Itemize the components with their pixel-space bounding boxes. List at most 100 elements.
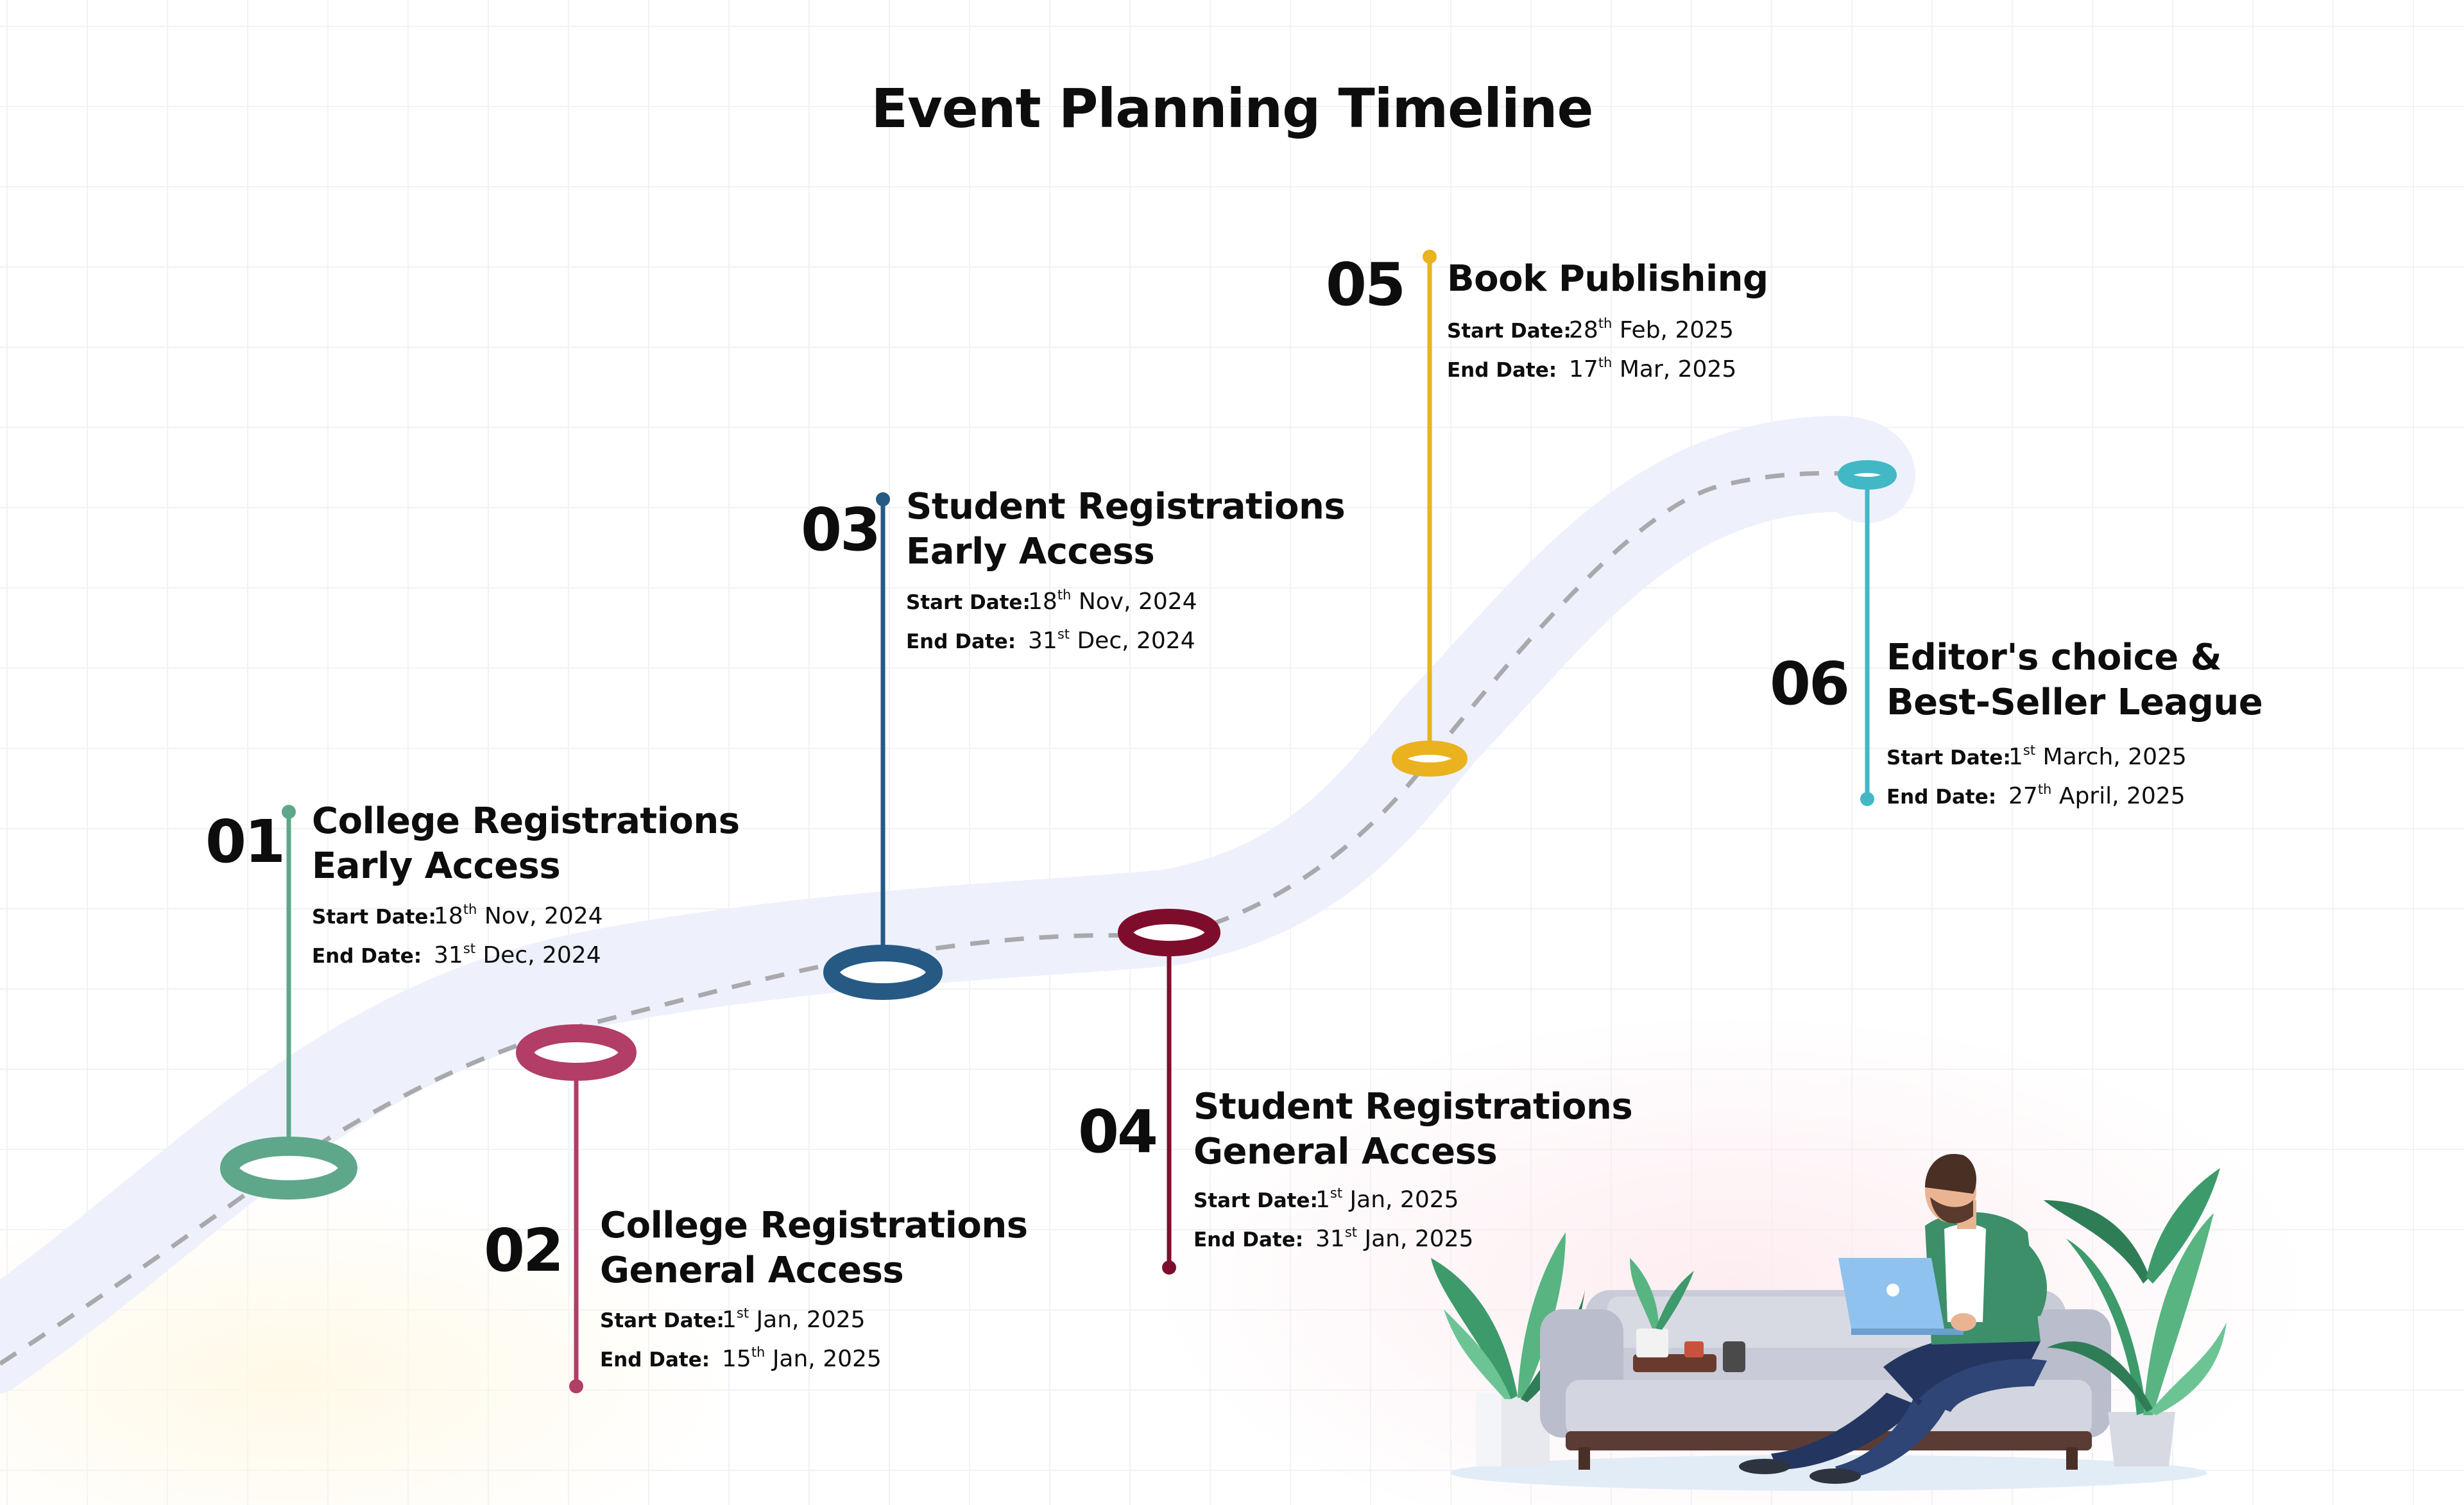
start-date-day: 18 [434,903,463,929]
milestone-dot [569,1379,583,1393]
start-date-row: Start Date:1st March, 2025 [1887,738,2187,777]
page-title: Event Planning Timeline [871,77,1594,140]
start-date-row: Start Date:1st Jan, 2025 [600,1301,882,1340]
step-title: College Registrations General Access [600,1203,1028,1293]
step-title: Editor's choice & Best-Seller League [1887,635,2263,725]
step-dates: Start Date:28th Feb, 2025 End Date:17th … [1447,311,1736,390]
milestone-dot [1162,1260,1176,1275]
step-title-line: Best-Seller League [1887,682,2263,723]
end-date-rest: Mar, 2025 [1619,356,1737,383]
end-date-rest: Jan, 2025 [772,1346,882,1372]
end-date-label: End Date: [1447,359,1557,382]
milestone-ring [516,1024,637,1081]
person-icon [1739,1154,2047,1484]
start-date-day: 28 [1569,317,1598,343]
start-date-row: Start Date:18th Nov, 2024 [312,897,603,936]
start-date-suffix: th [1057,587,1072,603]
start-date-label: Start Date: [1194,1189,1318,1212]
step-number: 06 [1770,649,1850,718]
step-title-line: Student Registrations [906,486,1346,528]
step-title: Student Registrations General Access [1194,1085,1633,1174]
end-date-row: End Date: 31st Dec, 2024 [906,622,1197,661]
start-date-suffix: th [1598,316,1613,331]
milestone-dot [1860,792,1874,806]
step-number: 01 [205,807,286,876]
potted-plant-icon [2044,1168,2227,1466]
milestone-ring [220,1137,357,1200]
start-date-label: Start Date: [1887,746,2011,770]
start-date-suffix: th [463,902,477,917]
end-date-label: End Date: [1887,786,1997,809]
end-date-day: 31 [1028,628,1057,654]
end-date-rest: Jan, 2025 [1364,1226,1474,1252]
step-number: 03 [801,495,881,564]
milestone-dot [282,805,296,819]
start-date-suffix: st [2023,743,2036,758]
start-date-rest: Feb, 2025 [1619,317,1734,343]
end-date-row: End Date:31st Dec, 2024 [312,936,603,976]
start-date-day: 1 [2008,744,2023,770]
start-date-rest: March, 2025 [2042,744,2187,770]
end-date-suffix: th [751,1345,766,1360]
start-date-day: 1 [722,1307,737,1333]
background-glow [0,1187,738,1505]
step-dates: Start Date:18th Nov, 2024 End Date:31st … [906,583,1197,661]
step-dates: Start Date:1st March, 2025 End Date:27th… [1887,738,2187,816]
end-date-day: 31 [434,942,463,968]
step-title-line: Student Registrations [1194,1086,1633,1128]
start-date-label: Start Date: [312,906,436,929]
start-date-day: 1 [1315,1187,1330,1213]
step-title-line: College Registrations [312,800,740,842]
laptop-icon [1838,1258,1976,1335]
end-date-label: End Date: [600,1348,710,1372]
timeline-dashed-line [0,470,1868,1366]
end-date-day: 15 [722,1346,751,1372]
start-date-row: Start Date:1st Jan, 2025 [1194,1181,1473,1220]
start-date-row: Start Date:28th Feb, 2025 [1447,311,1736,350]
start-date-rest: Nov, 2024 [484,903,603,929]
end-date-suffix: st [463,941,475,956]
start-date-suffix: st [736,1305,749,1321]
step-title-line: Book Publishing [1447,258,1768,300]
end-date-suffix: st [1057,626,1070,642]
start-date-suffix: st [1330,1185,1343,1201]
start-date-rest: Jan, 2025 [1349,1187,1459,1213]
step-title-line: Early Access [312,845,561,887]
end-date-rest: April, 2025 [2058,783,2186,809]
step-title: Book Publishing [1447,257,1768,302]
step-title-line: Editor's choice & [1887,637,2222,678]
potted-plant-icon [1431,1232,1585,1466]
end-date-row: End Date: 15th Jan, 2025 [600,1340,882,1379]
step-title-line: General Access [600,1250,904,1291]
end-date-rest: Dec, 2024 [483,942,601,968]
end-date-row: End Date:17th Mar, 2025 [1447,350,1736,390]
milestone-ring [1838,460,1897,490]
end-date-label: End Date: [1194,1228,1304,1251]
end-date-row: End Date:27th April, 2025 [1887,777,2187,816]
milestone-markers [220,250,1897,1393]
end-date-label: End Date: [906,630,1016,653]
step-title-line: General Access [1194,1131,1498,1173]
start-date-rest: Nov, 2024 [1078,589,1197,615]
start-date-rest: Jan, 2025 [756,1307,866,1333]
end-date-row: End Date:31st Jan, 2025 [1194,1220,1473,1259]
person-on-sofa-illustration [1431,1154,2227,1491]
start-date-label: Start Date: [906,591,1031,614]
step-title-line: Early Access [906,531,1155,572]
step-title-line: College Registrations [600,1205,1028,1246]
end-date-day: 17 [1569,356,1598,383]
start-date-label: Start Date: [600,1309,724,1332]
milestone-dot [876,492,890,506]
end-date-day: 31 [1315,1226,1345,1252]
step-title: Student Registrations Early Access [906,485,1346,574]
step-dates: Start Date:1st Jan, 2025 End Date: 31 st J… [1194,1181,1473,1259]
step-number: 02 [484,1216,564,1285]
milestone-ring [1392,741,1467,777]
step-dates: Start Date:1st Jan, 2025 End Date: 15th J… [600,1301,882,1379]
step-dates: Start Date:18th Nov, 2024 End Date:31st … [312,897,603,976]
milestone-ring [1118,909,1220,956]
end-date-rest: Dec, 2024 [1077,628,1195,654]
start-date-label: Start Date: [1447,320,1571,343]
